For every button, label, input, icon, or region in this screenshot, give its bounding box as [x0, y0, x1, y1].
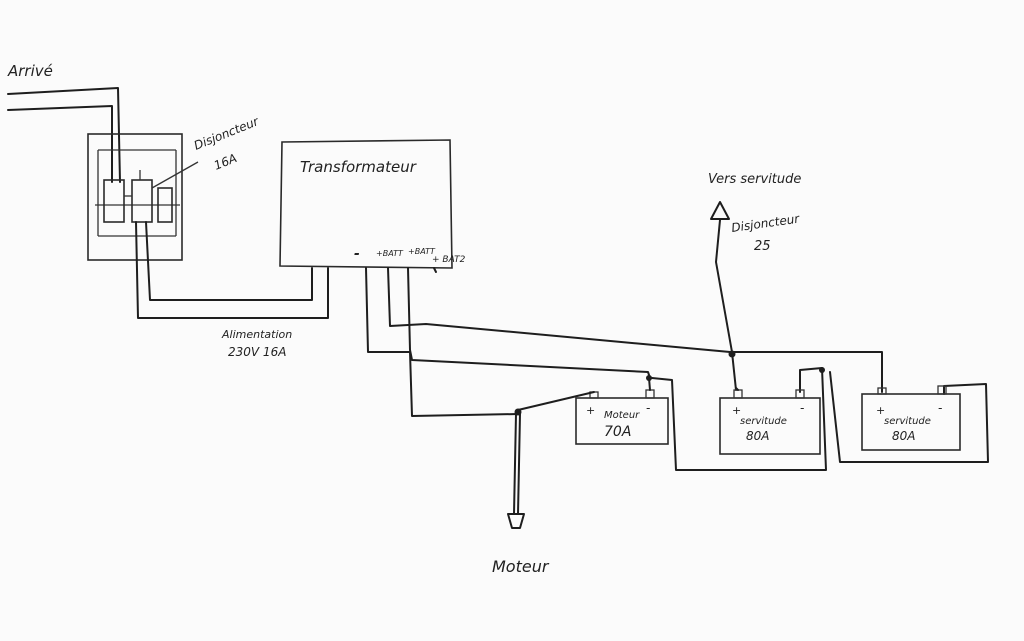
- incoming-cable-return: [7, 105, 113, 183]
- minus-junction-node: [819, 367, 825, 373]
- moteur-label: Moteur: [492, 557, 550, 576]
- minus-bus-wire: [651, 367, 827, 471]
- electrical-panel: [87, 133, 183, 261]
- alimentation-label-line2: 230V 16A: [228, 345, 286, 359]
- battery-1-capacity: 70A: [604, 424, 631, 440]
- breaker-pointer: [151, 161, 199, 189]
- battery-2-name: servitude: [740, 416, 787, 427]
- minus-bus-wire-2: [829, 371, 989, 463]
- warning-triangle-icon: [710, 201, 730, 220]
- terminal-batt1-label: +BATT: [376, 249, 404, 258]
- battery-servitude-2: [861, 385, 961, 451]
- battery-2-capacity: 80A: [746, 429, 769, 443]
- battery-1-name: Moteur: [604, 410, 640, 421]
- bat2-output-wire: [433, 267, 437, 273]
- servitude-feed-wire: [715, 219, 737, 391]
- incoming-cable: [7, 87, 121, 183]
- disjoncteur-16a-label-line1: Disjoncteur: [192, 114, 262, 153]
- battery-2-minus-label: -: [800, 401, 804, 415]
- disjoncteur-25-label-line2: 25: [754, 239, 771, 254]
- battery-moteur-minus-stub: [648, 377, 651, 391]
- engine-cable-2: [517, 413, 521, 515]
- terminal-minus-label: -: [354, 246, 360, 262]
- positive-bus-wire: [731, 351, 883, 393]
- battery-1-plus-label: +: [586, 404, 595, 417]
- alimentation-label-line1: Alimentation: [221, 328, 292, 341]
- positive-junction-node: [728, 350, 736, 358]
- arrive-label: Arrivé: [7, 62, 53, 80]
- battery-moteur-plus-wire: [517, 391, 595, 411]
- battery-2-plus-label: +: [732, 404, 741, 417]
- disjoncteur-16a-label-line2: 16A: [212, 151, 239, 173]
- battery-3-name: servitude: [884, 416, 931, 427]
- batt1-wire: [387, 267, 731, 353]
- battery-3-plus-label: +: [876, 404, 885, 417]
- battery-servitude-1: [719, 389, 821, 455]
- terminal-batt2-label: +BATT: [408, 247, 436, 256]
- engine-ground-icon: [507, 513, 525, 529]
- transformer-label: Transformateur: [300, 158, 417, 176]
- supply-cable-230v: [135, 221, 329, 319]
- supply-cable-230v-return: [145, 221, 313, 301]
- disjoncteur-25-label-line1: Disjoncteur: [730, 211, 801, 235]
- battery-servitude-1-plus-stub: [735, 387, 739, 391]
- terminal-bat2-label: + BAT2: [432, 255, 466, 265]
- battery-3-capacity: 80A: [892, 429, 915, 443]
- engine-cable: [513, 413, 517, 515]
- vers-servitude-label: Vers servitude: [708, 172, 801, 187]
- battery-3-minus-label: -: [938, 401, 942, 415]
- transformer-box: [279, 139, 453, 269]
- batt2-wire: [407, 267, 651, 379]
- battery-1-minus-label: -: [646, 401, 650, 415]
